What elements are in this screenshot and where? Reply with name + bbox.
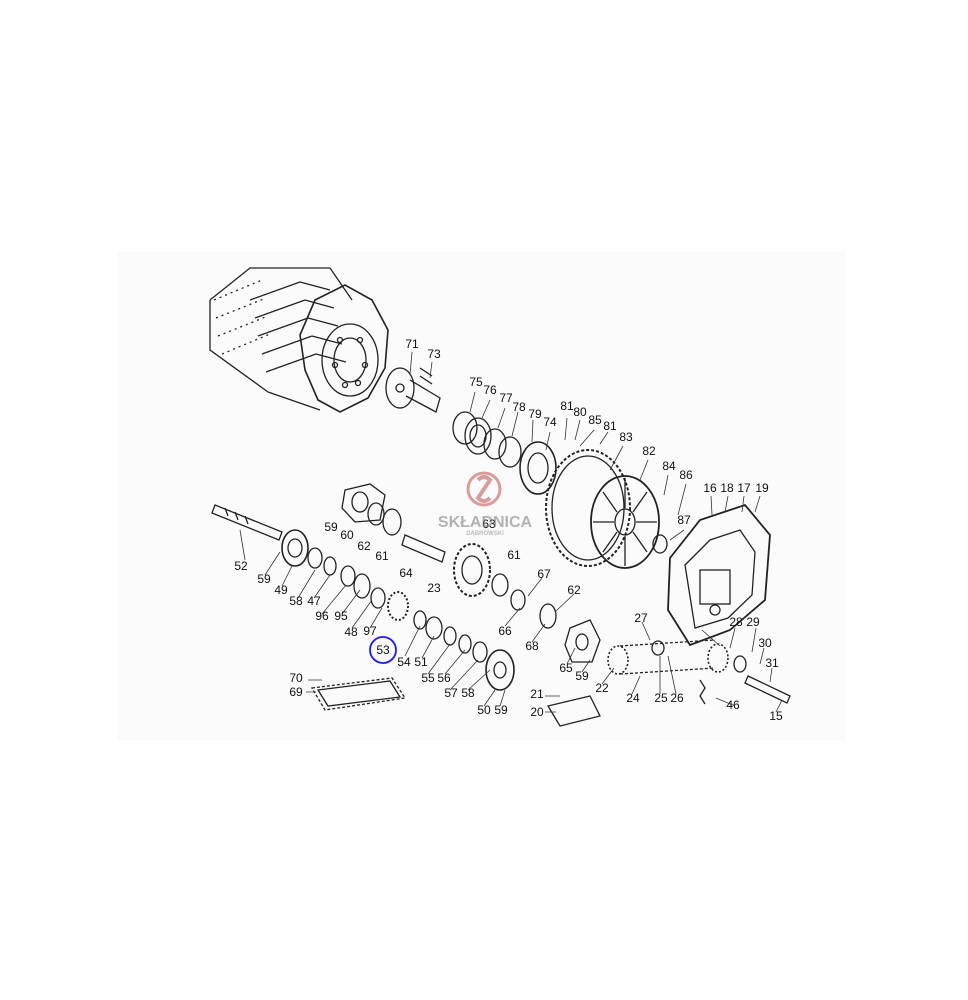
part-label: 71 [405, 337, 419, 351]
part-label: 61 [507, 548, 521, 562]
part-label: 83 [619, 430, 633, 444]
part-label: 59 [494, 703, 508, 717]
part-label: 74 [543, 415, 557, 429]
part-label: 18 [720, 481, 734, 495]
part-label: 69 [289, 685, 303, 699]
part-label: 50 [477, 703, 491, 717]
part-label: 57 [444, 686, 458, 700]
part-label: 79 [528, 407, 542, 421]
watermark-sub: DĄBROWSKI [466, 531, 504, 537]
part-label: 17 [737, 481, 751, 495]
spoked-pulley [590, 475, 668, 569]
part-label: 24 [626, 691, 640, 705]
part-label: 56 [437, 671, 451, 685]
part-label: 76 [483, 383, 497, 397]
part-label: 25 [654, 691, 668, 705]
part-label: 61 [375, 549, 389, 563]
part-label: 70 [289, 671, 303, 685]
part-label: 62 [357, 539, 371, 553]
housing-cover [667, 503, 771, 647]
part-label: 62 [567, 583, 581, 597]
part-label: 55 [421, 671, 435, 685]
part-label: 49 [274, 583, 288, 597]
part-label: 20 [530, 705, 544, 719]
highlight-circle [369, 636, 397, 664]
part-label: 15 [769, 709, 783, 723]
part-label: 29 [746, 615, 760, 629]
part-label: 28 [729, 615, 743, 629]
part-label: 66 [498, 624, 512, 638]
watermark-logo-icon [466, 471, 502, 507]
lower-shaft-assembly [211, 483, 791, 705]
part-label: 64 [399, 566, 413, 580]
part-label: 97 [363, 624, 377, 638]
thresher-drum [209, 267, 389, 413]
part-label: 80 [573, 405, 587, 419]
stub-shaft [385, 367, 441, 413]
part-label: 26 [670, 691, 684, 705]
highlighted-part-label: 53 [376, 643, 390, 657]
part-label: 67 [537, 567, 551, 581]
part-label: 58 [289, 594, 303, 608]
bearing-stack [452, 411, 557, 495]
part-label: 31 [765, 656, 779, 670]
part-label: 59 [324, 520, 338, 534]
part-label: 77 [499, 391, 513, 405]
watermark-brand: SKŁADNICA [438, 514, 533, 531]
part-label: 78 [512, 400, 526, 414]
part-label: 52 [234, 559, 248, 573]
part-label: 96 [315, 609, 329, 623]
part-label: 46 [726, 698, 740, 712]
part-label: 27 [634, 611, 648, 625]
part-label: 19 [755, 481, 769, 495]
part-label: 85 [588, 413, 602, 427]
gasket-plates [310, 677, 601, 727]
part-label: 30 [758, 636, 772, 650]
part-label: 84 [662, 459, 676, 473]
part-label: 21 [530, 687, 544, 701]
part-label: 73 [427, 347, 441, 361]
part-label: 59 [257, 572, 271, 586]
part-label: 81 [560, 399, 574, 413]
part-label: 23 [427, 581, 441, 595]
part-label: 68 [525, 639, 539, 653]
part-label: 60 [340, 528, 354, 542]
part-label: 87 [677, 513, 691, 527]
watermark-s-glyph-icon [475, 475, 493, 503]
part-label: 22 [595, 681, 609, 695]
part-label: 82 [642, 444, 656, 458]
part-label: 54 [397, 655, 411, 669]
part-label: 81 [603, 419, 617, 433]
part-label: 51 [414, 655, 428, 669]
part-label: 86 [679, 468, 693, 482]
watermark: SKŁADNICA DĄBROWSKI [438, 471, 533, 537]
part-label: 47 [307, 594, 321, 608]
part-label: 16 [703, 481, 717, 495]
diagram-background [118, 252, 846, 740]
part-label: 48 [344, 625, 358, 639]
part-label: 95 [334, 609, 348, 623]
part-label: 58 [461, 686, 475, 700]
part-label: 59 [575, 669, 589, 683]
large-gear [545, 449, 631, 567]
part-label: 75 [469, 375, 483, 389]
part-label: 65 [559, 661, 573, 675]
part-label: 63 [482, 517, 496, 531]
leader-lines [239, 351, 783, 713]
